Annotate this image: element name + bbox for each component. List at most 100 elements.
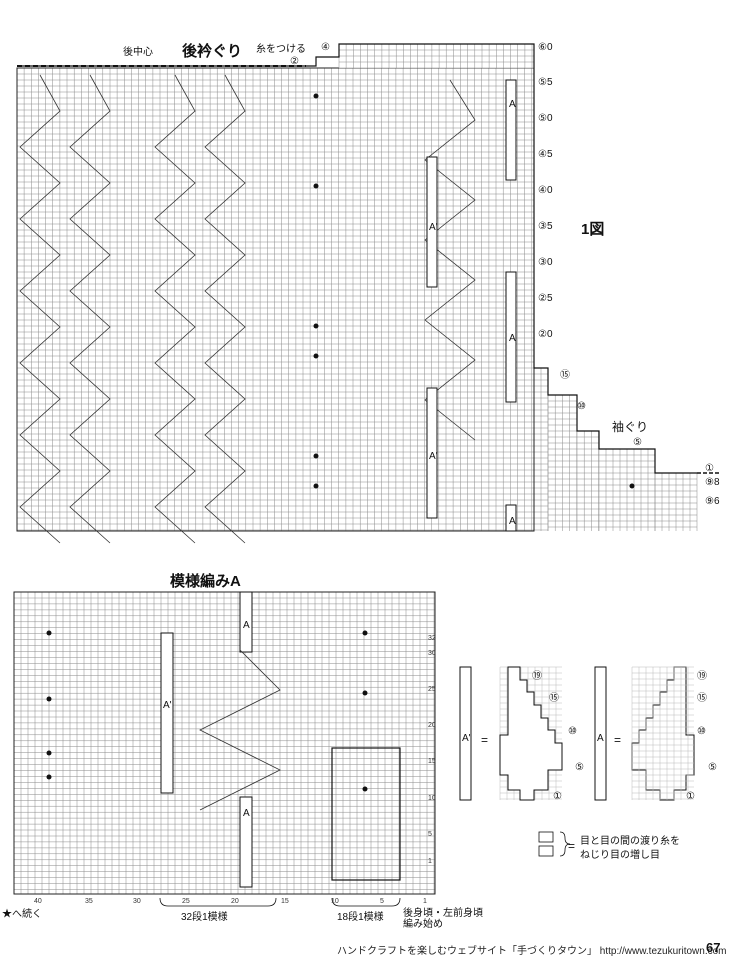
bobble-dot <box>313 183 319 189</box>
pattern-panel <box>160 632 174 794</box>
label-32-row-repeat: 32段1模様 <box>181 912 228 923</box>
row-marker: ④5 <box>538 149 553 160</box>
row-marker: ③5 <box>538 221 553 232</box>
legend-step-shape <box>499 666 563 801</box>
diagram-2-border <box>13 591 436 895</box>
symbol-box <box>538 845 554 857</box>
row-number: 20 <box>428 722 436 729</box>
bobble-dot <box>362 786 368 792</box>
row-number: 30 <box>428 650 436 657</box>
bobble-dot <box>629 483 635 489</box>
legend-marker: ⑤ <box>708 762 717 773</box>
row-marker: ⑤ <box>633 437 642 448</box>
marker-2: ② <box>290 56 299 67</box>
label-knitting-start: 後身頃・左前身頃 編み始め <box>403 908 483 930</box>
stitch-number: 15 <box>281 898 289 905</box>
bobble-dot <box>46 750 52 756</box>
legend-panel <box>594 666 607 801</box>
cable-motif <box>424 79 476 441</box>
stitch-number: 5 <box>380 898 384 905</box>
marker-4: ④ <box>321 42 330 53</box>
pattern-label-a-prime: A' <box>163 700 172 711</box>
row-marker: ⑤5 <box>538 77 553 88</box>
row-marker: ⑤0 <box>538 113 553 124</box>
chart-grid <box>654 472 698 531</box>
bobble-dot <box>46 696 52 702</box>
bobble-dot <box>46 630 52 636</box>
label-attach-yarn: 糸をつける <box>256 44 306 55</box>
cable-motif <box>19 74 61 544</box>
label-back-neckline: 後衿ぐり <box>182 43 243 60</box>
legend-equals: = <box>481 733 489 747</box>
panel-label-a: A <box>509 99 516 110</box>
bobble-dot <box>313 93 319 99</box>
chart-grid <box>533 367 549 531</box>
legend-equals: = <box>614 733 622 747</box>
row-marker: ④0 <box>538 185 553 196</box>
symbol-brace <box>559 831 571 857</box>
legend-marker: ① <box>686 791 695 802</box>
legend-a: A <box>597 733 604 744</box>
row-number: 15 <box>428 758 436 765</box>
pattern-panel <box>239 591 253 653</box>
label-center-back: 後中心 <box>123 47 153 58</box>
stitch-number: 30 <box>133 898 141 905</box>
row-marker: ⑥0 <box>538 42 553 53</box>
row-number: 32 <box>428 635 436 642</box>
stitch-number: 40 <box>34 898 42 905</box>
bobble-dot <box>313 353 319 359</box>
row-marker: ②0 <box>538 329 553 340</box>
stitch-number: 10 <box>331 898 339 905</box>
page-number: 67 <box>706 940 721 955</box>
footer-site-text: ハンドクラフトを楽しむウェブサイト「手づくりタウン」 http://www.te… <box>337 946 727 957</box>
stitch-number: 25 <box>182 898 190 905</box>
symbol-bracket-eq: = <box>568 839 576 853</box>
cable-motif <box>69 74 111 544</box>
pattern-label-a: A <box>243 620 250 631</box>
diagram-1-border <box>16 67 535 532</box>
chart-grid <box>576 430 599 531</box>
repeat-bracket-32 <box>159 897 277 907</box>
row-marker: ⑨8 <box>705 477 720 488</box>
legend-panel <box>459 666 472 801</box>
bobble-dot <box>313 483 319 489</box>
symbol-note-line-1: 目と目の間の渡り糸を <box>580 836 680 847</box>
row-marker: ⑨6 <box>705 496 720 507</box>
cable-motif <box>199 649 281 811</box>
pattern-panel <box>426 156 438 288</box>
legend-marker: ⑩ <box>568 726 577 737</box>
stitch-number: 1 <box>423 898 427 905</box>
pattern-a-title: 模様編みA <box>170 573 241 590</box>
legend-marker: ⑲ <box>532 671 542 682</box>
legend-marker: ⑩ <box>697 726 706 737</box>
bobble-dot <box>362 690 368 696</box>
chart-grid <box>598 448 656 531</box>
legend-marker: ⑤ <box>575 762 584 773</box>
repeat-bracket-18 <box>331 897 401 907</box>
legend-marker: ⑮ <box>549 693 559 704</box>
pattern-panel <box>505 504 517 532</box>
row-number: 5 <box>428 831 432 838</box>
label-armhole: 袖ぐり <box>612 420 649 434</box>
label-continue: ★へ続く <box>2 909 42 920</box>
panel-label-a: A <box>509 516 516 527</box>
chart-grid <box>547 394 578 531</box>
cable-motif <box>204 74 246 544</box>
chart-grid <box>631 666 694 800</box>
legend-a-prime: A' <box>462 733 471 744</box>
bobble-dot <box>362 630 368 636</box>
bobble-dot <box>313 323 319 329</box>
row-number: 1 <box>428 858 432 865</box>
row-number: 10 <box>428 795 436 802</box>
label-18-row-repeat: 18段1模様 <box>337 912 384 923</box>
chart-grid <box>16 67 534 531</box>
bobble-dot <box>46 774 52 780</box>
legend-marker: ⑲ <box>697 671 707 682</box>
repeat-box <box>331 747 401 881</box>
row-marker: ②5 <box>538 293 553 304</box>
row-marker: ⑩ <box>577 401 586 412</box>
stitch-number: 35 <box>85 898 93 905</box>
panel-label-a: A <box>509 333 516 344</box>
row-marker: ① <box>705 463 714 474</box>
